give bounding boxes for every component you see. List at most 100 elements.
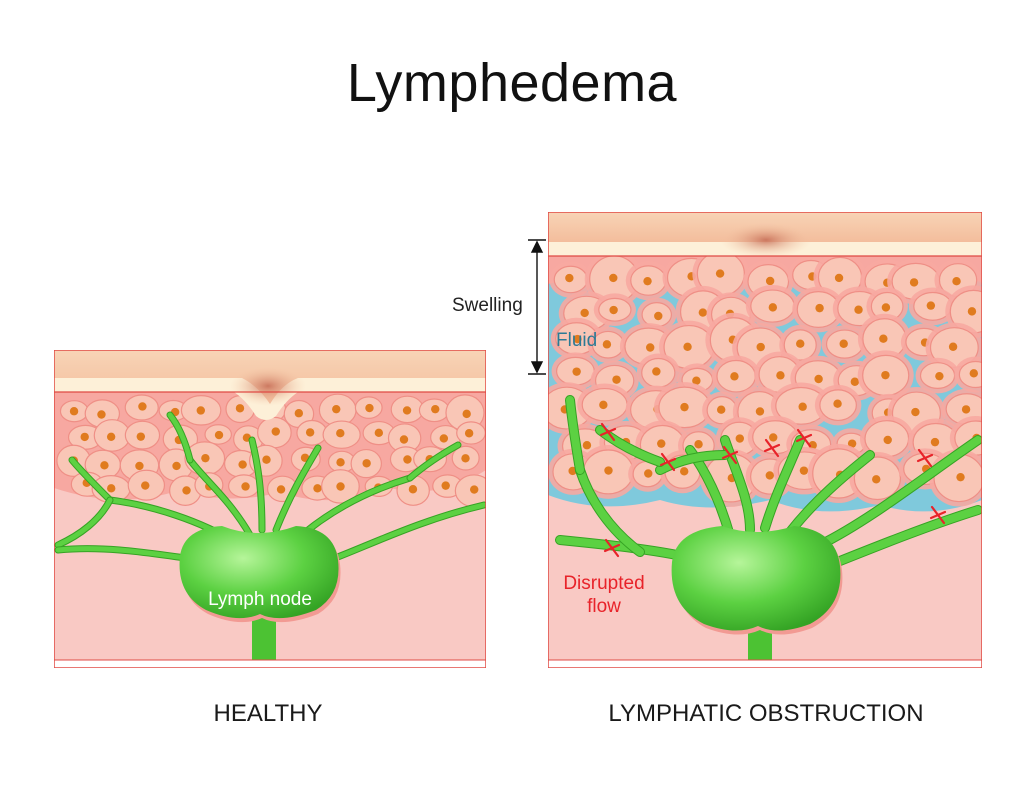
cell-nucleus bbox=[141, 481, 150, 490]
cell-nucleus bbox=[238, 460, 247, 469]
cell bbox=[711, 355, 761, 397]
cell-nucleus bbox=[138, 402, 147, 411]
cell-nucleus bbox=[881, 303, 891, 312]
cell-nucleus bbox=[935, 371, 944, 381]
cell-nucleus bbox=[768, 303, 778, 312]
blockage-stroke bbox=[659, 457, 677, 467]
cell-nucleus bbox=[235, 404, 245, 413]
cell-nucleus bbox=[850, 377, 860, 386]
healthy-panel bbox=[54, 350, 486, 668]
cell-nucleus bbox=[883, 435, 892, 445]
cell-nucleus bbox=[930, 437, 940, 447]
cell-nucleus bbox=[97, 410, 106, 419]
cell bbox=[821, 325, 868, 364]
cell-nucleus bbox=[80, 432, 89, 442]
cell bbox=[169, 475, 202, 506]
cell-nucleus bbox=[136, 432, 146, 441]
cell-nucleus bbox=[336, 428, 345, 438]
cell-nucleus bbox=[735, 434, 744, 443]
cell bbox=[59, 400, 89, 423]
cell bbox=[389, 446, 422, 473]
cell-nucleus bbox=[765, 471, 774, 480]
lymph-vessel-3 bbox=[187, 457, 253, 538]
cell bbox=[180, 395, 222, 426]
cell-nucleus bbox=[643, 276, 652, 286]
blockage-mark-0 bbox=[603, 538, 621, 558]
cell-nucleus bbox=[926, 301, 936, 310]
blockage-mark-2 bbox=[659, 452, 677, 472]
lymph-vessel-8 bbox=[826, 506, 982, 569]
lymph-vessel-9 bbox=[656, 451, 729, 474]
cell-nucleus bbox=[201, 453, 210, 463]
cell-nucleus bbox=[799, 466, 809, 475]
lymph-vessel-4 bbox=[721, 436, 754, 534]
cell-nucleus bbox=[100, 461, 109, 470]
cell-nucleus bbox=[602, 340, 612, 349]
cell-nucleus bbox=[609, 273, 618, 283]
cell-nucleus bbox=[609, 305, 618, 315]
fluid-label: Fluid bbox=[556, 330, 598, 351]
cell bbox=[814, 384, 862, 426]
cell bbox=[551, 352, 600, 391]
cell-nucleus bbox=[462, 409, 471, 419]
cell-nucleus bbox=[847, 439, 857, 448]
cell bbox=[857, 313, 911, 364]
cell-nucleus bbox=[911, 407, 920, 417]
blockage-stroke bbox=[603, 543, 621, 553]
lymph-vessel-5 bbox=[249, 437, 265, 533]
cell bbox=[124, 394, 159, 421]
cell-nucleus bbox=[135, 461, 144, 471]
cell-nucleus bbox=[716, 405, 726, 414]
cell-nucleus bbox=[969, 369, 979, 378]
cell-nucleus bbox=[294, 409, 304, 418]
cell bbox=[745, 285, 800, 328]
cell bbox=[296, 419, 328, 446]
cell-nucleus bbox=[69, 407, 79, 416]
lymph-vessel-8 bbox=[407, 442, 461, 481]
cell-nucleus bbox=[336, 482, 345, 491]
cell-nucleus bbox=[881, 370, 890, 380]
cell-nucleus bbox=[756, 342, 765, 352]
cell-nucleus bbox=[796, 339, 805, 348]
cell bbox=[636, 353, 680, 393]
cell bbox=[654, 382, 715, 433]
cell-nucleus bbox=[402, 406, 412, 415]
cell-nucleus bbox=[776, 371, 785, 380]
lymph-node-label: Lymph node bbox=[208, 589, 312, 610]
disrupted-flow-label: Disrupted flow bbox=[556, 572, 652, 618]
cell-nucleus bbox=[573, 334, 582, 344]
cell bbox=[127, 469, 166, 501]
cell-nucleus bbox=[106, 432, 116, 442]
cell-nucleus bbox=[652, 367, 661, 376]
cell-nucleus bbox=[431, 404, 440, 414]
cell-nucleus bbox=[441, 481, 450, 490]
blockage-mark-3 bbox=[721, 445, 739, 465]
cell-nucleus bbox=[271, 427, 280, 436]
cell-nucleus bbox=[196, 406, 205, 415]
cell-nucleus bbox=[365, 403, 374, 413]
obstruction-panel bbox=[548, 212, 982, 668]
blockage-mark-4 bbox=[763, 438, 781, 458]
cell bbox=[849, 452, 906, 505]
cell-nucleus bbox=[879, 334, 888, 343]
cell-nucleus bbox=[305, 428, 315, 437]
cell bbox=[456, 421, 486, 445]
lymph-vessel-1 bbox=[69, 457, 113, 503]
cell-nucleus bbox=[646, 343, 655, 352]
page-title: Lymphedema bbox=[346, 53, 678, 113]
cell-nucleus bbox=[403, 455, 412, 464]
lymph-vessel-5 bbox=[761, 436, 804, 532]
cell-nucleus bbox=[909, 278, 919, 287]
cell bbox=[418, 398, 450, 423]
cell-nucleus bbox=[172, 461, 181, 471]
cell bbox=[257, 416, 292, 449]
obstruction-lymph-vessels bbox=[555, 395, 982, 570]
cell-nucleus bbox=[313, 484, 322, 493]
cell-nucleus bbox=[565, 273, 574, 283]
cell bbox=[390, 395, 424, 424]
cell-nucleus bbox=[461, 454, 470, 463]
lymph-vessel-9 bbox=[327, 502, 486, 563]
healthy-lymph-node bbox=[179, 526, 341, 668]
cell-nucleus bbox=[612, 375, 621, 384]
